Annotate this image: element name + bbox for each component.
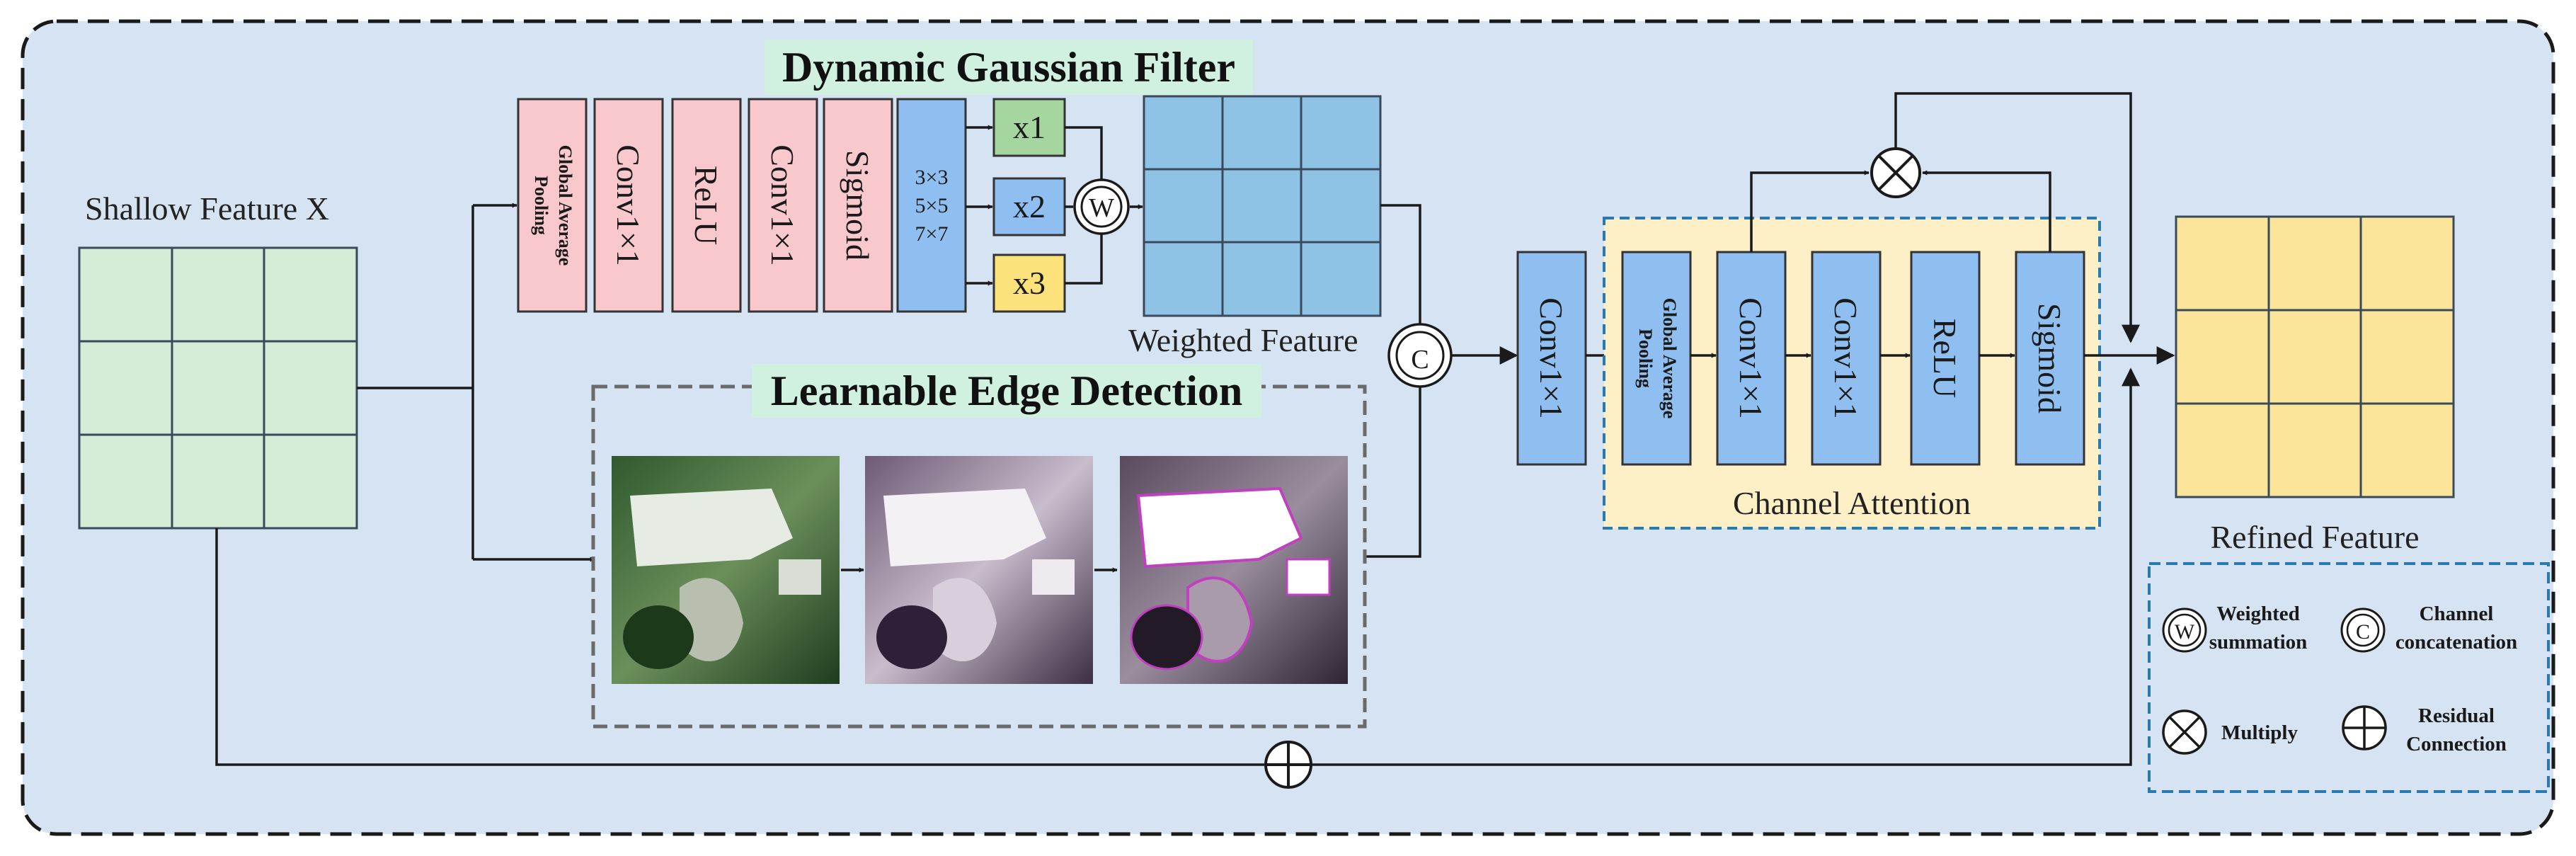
gaussian-title-highlight bbox=[765, 40, 1253, 95]
shallow-feature-label: Shallow Feature X bbox=[85, 190, 329, 227]
gaussian-gap-label-2: Pooling bbox=[531, 176, 551, 235]
refined-feature-label: Refined Feature bbox=[2210, 519, 2419, 555]
refined-feature-grid bbox=[2175, 215, 2455, 498]
legend-concat-icon: C bbox=[2340, 607, 2386, 653]
weighted-feature-label: Weighted Feature bbox=[1128, 322, 1358, 358]
edge-input-image bbox=[612, 456, 840, 684]
channel-concatenation-symbol: C bbox=[1387, 323, 1453, 388]
weighted-sum-connectors bbox=[1065, 126, 1143, 285]
legend-weighted-label-1: Weighted bbox=[2216, 603, 2300, 625]
gaussian-kernel-block bbox=[896, 98, 967, 313]
gaussian-relu-label: ReLU bbox=[688, 166, 724, 245]
x1-label: x1 bbox=[1013, 109, 1046, 145]
legend-weighted-label-2: summation bbox=[2209, 631, 2308, 654]
edge-title-highlight bbox=[752, 364, 1261, 418]
residual-connection-symbol bbox=[1264, 741, 1312, 789]
weighted-symbol-letter: W bbox=[1089, 193, 1114, 223]
gaussian-title: Dynamic Gaussian Filter bbox=[782, 44, 1235, 91]
legend-weighted-icon: W bbox=[2162, 607, 2207, 653]
attention-conv-b-label: Conv1×1 bbox=[1828, 297, 1864, 419]
kernel-3x3-label: 3×3 bbox=[915, 166, 949, 189]
gaussian-conv-b-block bbox=[748, 98, 818, 313]
legend-multiply-label: Multiply bbox=[2221, 721, 2298, 744]
x3-label: x3 bbox=[1013, 265, 1046, 301]
legend-weighted-letter: W bbox=[2175, 620, 2195, 644]
edge-title: Learnable Edge Detection bbox=[771, 367, 1243, 414]
gaussian-relu-block bbox=[671, 98, 742, 313]
x1-block bbox=[992, 98, 1066, 157]
main-conv-label: Conv1×1 bbox=[1533, 297, 1569, 419]
x2-label: x2 bbox=[1013, 188, 1046, 224]
legend-residual-label-2: Connection bbox=[2406, 733, 2507, 755]
gaussian-conv-a-block bbox=[593, 98, 664, 313]
attention-gap-label-1: Global Average bbox=[1659, 298, 1680, 419]
legend-frame bbox=[2148, 562, 2550, 793]
shallow-connectors bbox=[215, 202, 2140, 766]
gaussian-gap-label-1: Global Average bbox=[555, 145, 576, 266]
multiply-symbol bbox=[1870, 147, 1921, 198]
kernel-7x7-label: 7×7 bbox=[915, 222, 949, 246]
attention-conv-a-block bbox=[1716, 251, 1787, 466]
legend-residual-icon bbox=[2342, 705, 2387, 751]
legend-concat-letter: C bbox=[2356, 620, 2370, 644]
attention-gap-block bbox=[1621, 251, 1692, 466]
attention-relu-block bbox=[1910, 251, 1981, 466]
weighted-summation-symbol: W bbox=[1073, 178, 1130, 235]
kernel-5x5-label: 5×5 bbox=[915, 194, 949, 217]
main-conv-block bbox=[1516, 251, 1587, 466]
channel-attention-label: Channel Attention bbox=[1733, 485, 1971, 521]
edge-enhanced-image bbox=[865, 456, 1093, 684]
legend-residual-label-1: Residual bbox=[2418, 704, 2495, 727]
gaussian-sigmoid-block bbox=[823, 98, 893, 313]
attention-gap-label-2: Pooling bbox=[1635, 329, 1656, 388]
attention-conv-b-block bbox=[1811, 251, 1882, 466]
gaussian-conv-a-label: Conv1×1 bbox=[610, 144, 646, 266]
edge-output-image bbox=[1120, 456, 1348, 684]
multiply-connectors bbox=[1750, 92, 2175, 365]
concat-connectors bbox=[1363, 204, 1518, 558]
x2-block bbox=[992, 177, 1066, 236]
gaussian-gap-block bbox=[517, 98, 588, 313]
concat-symbol-letter: C bbox=[1411, 345, 1429, 375]
attention-sigmoid-label: Sigmoid bbox=[2032, 303, 2068, 413]
legend-concat-label-1: Channel bbox=[2420, 603, 2494, 625]
gaussian-conv-b-label: Conv1×1 bbox=[765, 144, 801, 266]
attention-conv-a-label: Conv1×1 bbox=[1733, 297, 1769, 419]
x3-block bbox=[992, 253, 1066, 313]
shallow-feature-grid bbox=[78, 246, 358, 530]
gaussian-sigmoid-label: Sigmoid bbox=[840, 150, 876, 261]
weighted-feature-grid bbox=[1143, 95, 1382, 317]
legend-concat-label-2: concatenation bbox=[2395, 631, 2517, 654]
legend-multiply-icon bbox=[2162, 709, 2207, 755]
kernel-branch-connectors bbox=[966, 125, 993, 286]
attention-relu-label: ReLU bbox=[1927, 319, 1963, 398]
